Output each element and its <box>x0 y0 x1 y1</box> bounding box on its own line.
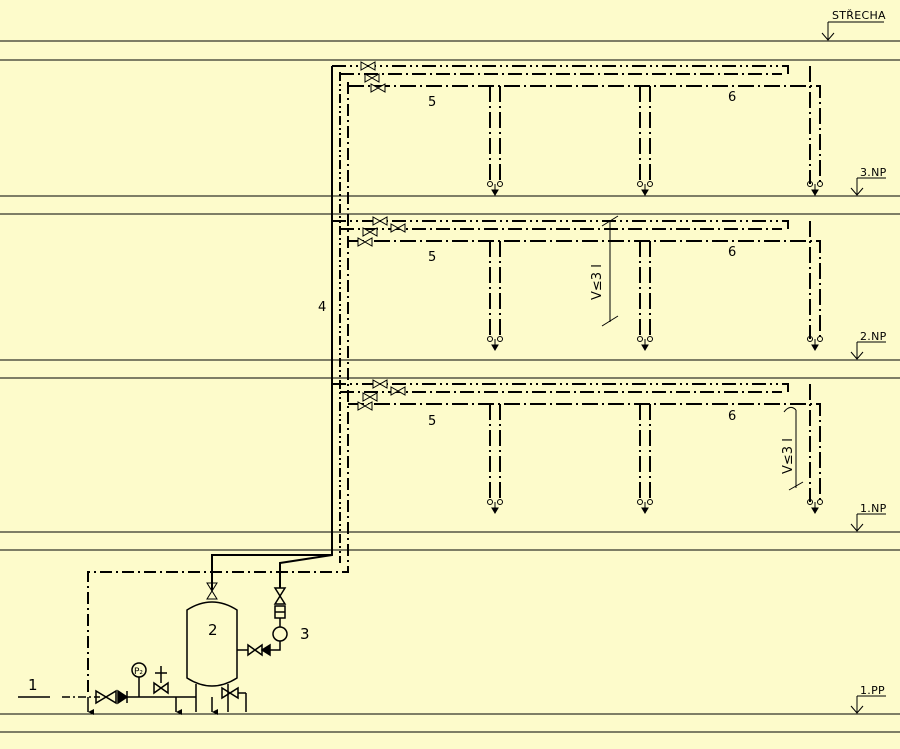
water-supply-inlet: 1 P₂ <box>18 662 247 715</box>
tap-arrow-1np-0 <box>491 507 499 514</box>
label-pipe-5-3np: 5 <box>428 95 436 110</box>
valve-left-3np-2 <box>370 83 380 93</box>
valve-left-1np-3 <box>390 386 400 396</box>
level-label-strecha: STŘECHA <box>832 9 886 22</box>
tap-left-1np-1 <box>637 499 643 505</box>
tap-left-3np-1 <box>637 181 643 187</box>
label-pipe-6-3np: 6 <box>728 90 736 105</box>
volume-label-2np: V≤3 l <box>590 264 605 300</box>
tap-arrow-2np-1 <box>641 344 649 351</box>
tap-left-2np-2 <box>807 336 813 342</box>
valve-right-3np-1 <box>370 73 380 83</box>
tap-right-1np-2 <box>817 499 823 505</box>
level-marker-2np: 2.NP <box>850 330 887 360</box>
floor-group-2np <box>332 216 823 351</box>
tap-right-2np-1 <box>647 336 653 342</box>
storage-tank: 2 <box>186 582 238 712</box>
valve-left-3np-1 <box>364 73 374 83</box>
volume-annotation-2np: V≤3 l <box>590 215 619 327</box>
label-pipe-6-2np: 6 <box>728 245 736 260</box>
valve-left-2np-0 <box>372 216 382 226</box>
valve-right-1np-2 <box>363 401 373 411</box>
tap-right-1np-1 <box>647 499 653 505</box>
circulation-pipe-1np <box>332 383 789 395</box>
volume-annotation-1np: V≤3 l <box>781 406 804 491</box>
supply-pipe-3np <box>348 85 821 184</box>
valve-right-1np-1 <box>368 392 378 402</box>
valve-left-2np-3 <box>390 223 400 233</box>
valve-left-3np-0 <box>360 61 370 71</box>
circulation-pipe-2np <box>332 220 789 232</box>
circulation-pump: 3 <box>237 587 310 657</box>
tap-arrow-2np-0 <box>491 344 499 351</box>
floor-slabs <box>0 40 900 733</box>
valve-right-2np-2 <box>363 237 373 247</box>
tap-right-3np-2 <box>817 181 823 187</box>
valve-right-1np-0 <box>378 379 388 389</box>
tap-right-1np-0 <box>497 499 503 505</box>
valve-left-1np-1 <box>362 392 372 402</box>
tank-label: 2 <box>208 621 218 639</box>
tap-right-3np-0 <box>497 181 503 187</box>
level-marker-1np: 1.NP <box>850 502 887 532</box>
floor-group-3np <box>332 61 823 196</box>
tap-left-1np-2 <box>807 499 813 505</box>
valve-right-1np-3 <box>396 386 406 396</box>
tap-right-2np-2 <box>817 336 823 342</box>
level-marker-3np: 3.NP <box>850 166 887 196</box>
label-riser-4: 4 <box>318 300 326 315</box>
level-marker-strecha: STŘECHA <box>821 9 886 41</box>
label-pipe-5-2np: 5 <box>428 250 436 265</box>
level-label-2np: 2.NP <box>860 330 887 343</box>
level-marker-1pp: 1.PP <box>850 684 886 714</box>
tap-left-2np-1 <box>637 336 643 342</box>
label-pipe-6-1np: 6 <box>728 409 736 424</box>
tap-right-2np-0 <box>497 336 503 342</box>
level-label-1pp: 1.PP <box>860 684 885 697</box>
supply-label: 1 <box>28 676 38 694</box>
tap-arrow-2np-2 <box>811 344 819 351</box>
tap-left-3np-2 <box>807 181 813 187</box>
level-label-3np: 3.NP <box>860 166 887 179</box>
valve-left-1np-2 <box>357 401 367 411</box>
supply-pipe-2np <box>348 240 821 339</box>
pressure-gauge-label: P₂ <box>134 667 143 677</box>
valve-right-2np-0 <box>378 216 388 226</box>
riser-pipes <box>87 66 349 695</box>
tap-right-3np-1 <box>647 181 653 187</box>
supply-pipe-1np <box>348 403 821 502</box>
tap-left-2np-0 <box>487 336 493 342</box>
valve-right-2np-1 <box>368 227 378 237</box>
floor-group-1np <box>332 379 823 514</box>
valve-right-2np-3 <box>396 223 406 233</box>
tap-arrow-1np-2 <box>811 507 819 514</box>
tap-arrow-3np-1 <box>641 189 649 196</box>
tap-left-3np-0 <box>487 181 493 187</box>
valve-right-3np-0 <box>366 61 376 71</box>
circulation-pipe-3np <box>332 65 789 77</box>
volume-label-1np: V≤3 l <box>781 438 796 474</box>
valve-left-1np-0 <box>372 379 382 389</box>
tap-arrow-3np-0 <box>491 189 499 196</box>
tap-left-1np-0 <box>487 499 493 505</box>
valve-right-3np-2 <box>376 83 386 93</box>
valve-left-2np-1 <box>362 227 372 237</box>
label-pipe-5-1np: 5 <box>428 414 436 429</box>
floor-distribution <box>332 61 823 514</box>
level-label-1np: 1.NP <box>860 502 887 515</box>
valve-left-2np-2 <box>357 237 367 247</box>
tap-arrow-1np-1 <box>641 507 649 514</box>
pump-label: 3 <box>300 625 310 643</box>
tap-arrow-3np-2 <box>811 189 819 196</box>
